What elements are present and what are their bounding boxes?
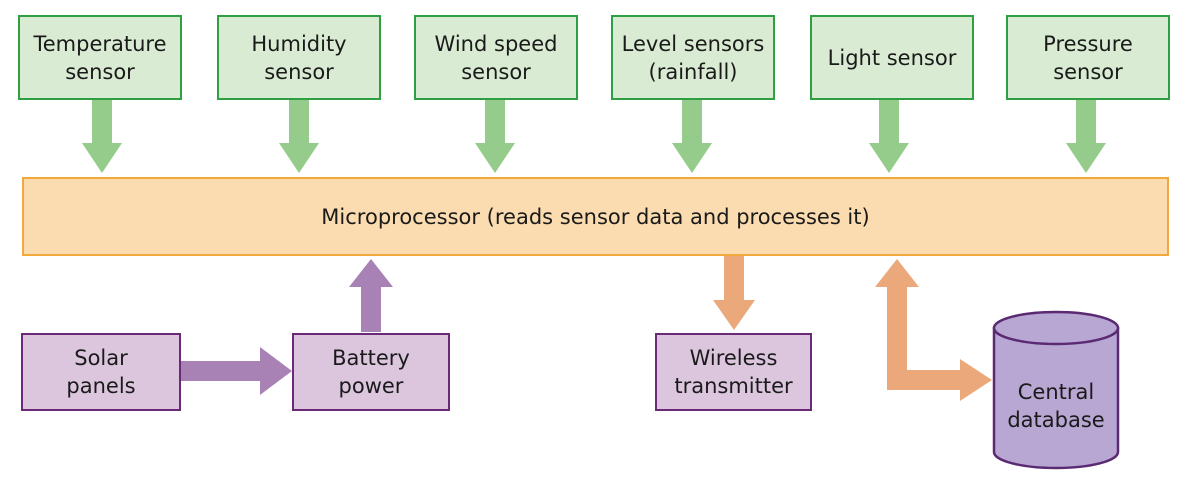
arrow-light-to-microprocessor — [869, 100, 909, 173]
solar-panels-box: Solar panels — [21, 333, 181, 411]
microprocessor-box: Microprocessor (reads sensor data and pr… — [22, 177, 1169, 256]
arrow-pressure-to-microprocessor — [1066, 100, 1106, 173]
light-sensor-label: Light sensor — [827, 45, 957, 70]
data-arrows — [713, 256, 992, 401]
level-sensors-label: Level sensors (rainfall) — [621, 31, 765, 84]
central-database-label: Central database — [1007, 380, 1105, 432]
battery-power-box: Battery power — [292, 333, 450, 411]
pressure-sensor-label: Pressure sensor — [1043, 31, 1133, 84]
temperature-sensor-label: Temperature sensor — [33, 31, 167, 84]
arrow-wind-to-microprocessor — [475, 100, 515, 173]
level-sensors-box: Level sensors (rainfall) — [611, 15, 775, 100]
arrow-level-to-microprocessor — [672, 100, 712, 173]
solar-panels-label: Solar panels — [66, 346, 136, 398]
arrow-humidity-to-microprocessor — [279, 100, 319, 173]
arrow-microprocessor-to-wireless — [713, 256, 755, 330]
humidity-sensor-box: Humidity sensor — [217, 15, 381, 100]
arrow-microprocessor-to-database — [875, 259, 992, 401]
wind-speed-sensor-box: Wind speed sensor — [414, 15, 578, 100]
central-database-cylinder — [992, 310, 1120, 470]
arrow-solar-to-battery — [180, 347, 292, 395]
pressure-sensor-box: Pressure sensor — [1006, 15, 1170, 100]
arrow-temperature-to-microprocessor — [82, 100, 122, 173]
temperature-sensor-box: Temperature sensor — [18, 15, 182, 100]
power-arrows — [180, 259, 393, 395]
wireless-transmitter-label: Wireless transmitter — [674, 346, 793, 398]
light-sensor-box: Light sensor — [810, 15, 974, 100]
wireless-transmitter-box: Wireless transmitter — [655, 333, 812, 411]
microprocessor-label: Microprocessor (reads sensor data and pr… — [321, 204, 870, 229]
sensor-arrows — [82, 100, 1106, 173]
wind-speed-sensor-label: Wind speed sensor — [434, 31, 558, 84]
arrow-battery-to-microprocessor — [349, 259, 393, 332]
battery-power-label: Battery power — [332, 346, 410, 398]
humidity-sensor-label: Humidity sensor — [251, 31, 347, 84]
